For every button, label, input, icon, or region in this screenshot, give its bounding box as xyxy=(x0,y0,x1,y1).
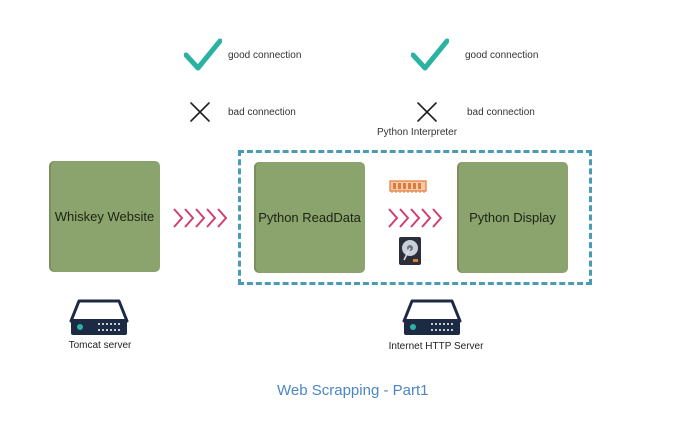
hard-drive-icon xyxy=(399,237,421,265)
http-server-label: Internet HTTP Server xyxy=(388,341,484,352)
python-interpreter-label: Python Interpreter xyxy=(377,127,458,138)
node-python-display: Python Display xyxy=(457,162,568,273)
good-connection-check-icon-left xyxy=(184,38,222,71)
legend-good-connection-right: good connection xyxy=(465,50,539,61)
chevron-arrows-icon-left xyxy=(173,208,228,228)
node-python-readdata-label: Python ReadData xyxy=(258,210,361,225)
chevron-arrows-icon-middle xyxy=(388,208,443,228)
legend-bad-connection-right: bad connection xyxy=(467,107,535,118)
bad-connection-x-icon-left xyxy=(190,102,210,122)
good-connection-check-icon-right xyxy=(411,38,449,71)
tomcat-server-icon xyxy=(69,299,129,335)
node-whiskey-website-label: Whiskey Website xyxy=(54,209,155,224)
http-server-icon xyxy=(402,299,462,335)
node-whiskey-website: Whiskey Website xyxy=(49,161,160,272)
legend-bad-connection-left: bad connection xyxy=(228,107,296,118)
diagram-title: Web Scrapping - Part1 xyxy=(277,382,429,399)
node-python-readdata: Python ReadData xyxy=(254,162,365,273)
tomcat-server-label: Tomcat server xyxy=(68,340,132,351)
legend-good-connection-left: good connection xyxy=(228,50,302,61)
bad-connection-x-icon-right xyxy=(417,102,437,122)
node-python-display-label: Python Display xyxy=(469,210,556,225)
python-interpreter-group xyxy=(238,150,592,285)
memory-chip-icon xyxy=(389,180,427,193)
